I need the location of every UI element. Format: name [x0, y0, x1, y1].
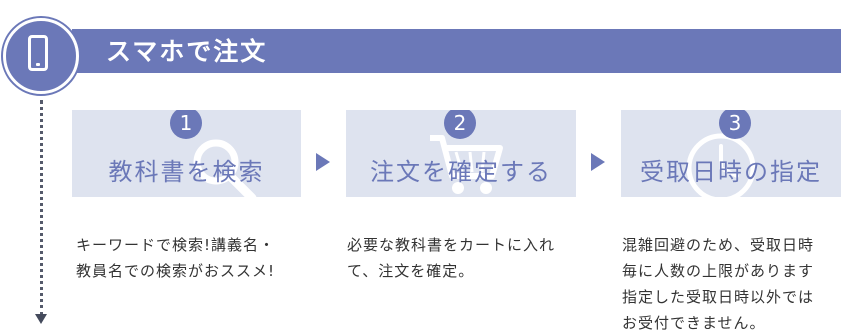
- description-line: キーワードで検索!講義名・: [76, 236, 276, 254]
- arrow-down-icon: [35, 314, 47, 324]
- step-card-confirm-order: 2 注文を確定する: [346, 110, 576, 197]
- step-number: 3: [719, 110, 751, 139]
- arrow-right-icon: [316, 153, 330, 171]
- smartphone-badge: [3, 18, 79, 94]
- description-line: 混雑回避のため、受取日時: [622, 236, 815, 254]
- step-number: 2: [444, 110, 476, 139]
- timeline-dotted-line: [40, 100, 43, 316]
- step-description-confirm-order: 必要な教科書をカートに入れ て、注文を確定。: [347, 232, 555, 284]
- step-title: 受取日時の指定: [640, 158, 822, 186]
- description-line: お受付できません。: [622, 314, 766, 332]
- step-description-search: キーワードで検索!講義名・ 教員名での検索がおススメ!: [76, 232, 275, 284]
- step-number: 1: [170, 110, 202, 139]
- cart-icon: [430, 135, 503, 194]
- header-bar: [72, 29, 841, 73]
- step-title: 教科書を検索: [108, 158, 265, 186]
- step-description-pickup-time: 混雑回避のため、受取日時 毎に人数の上限があります 指定した受取日時以外では お…: [622, 232, 841, 336]
- description-line: 毎に人数の上限があります: [622, 262, 815, 280]
- step-title: 注文を確定する: [370, 158, 552, 186]
- description-line: 指定した受取日時以外では: [622, 288, 815, 306]
- smartphone-icon: [28, 35, 48, 71]
- search-icon: [193, 139, 257, 197]
- description-line: 教員名での検索がおススメ!: [76, 262, 276, 280]
- step-card-search: 1 教科書を検索: [72, 110, 301, 197]
- description-line: 必要な教科書をカートに入れ: [347, 236, 556, 254]
- description-line: て、注文を確定。: [347, 262, 475, 280]
- clock-icon: [686, 133, 756, 197]
- arrow-right-icon: [591, 153, 605, 171]
- page-title: スマホで注文: [106, 37, 268, 66]
- step-card-pickup-time: 3 受取日時の指定: [621, 110, 841, 197]
